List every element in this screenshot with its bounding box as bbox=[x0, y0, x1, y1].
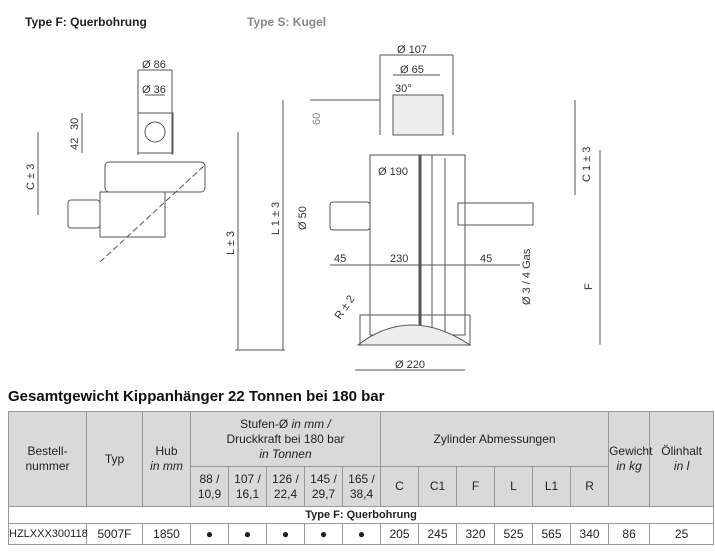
cell-dim: 205 bbox=[380, 523, 419, 545]
dim-l1: L 1 ± 3 bbox=[270, 202, 282, 235]
cell-dim: 320 bbox=[456, 523, 495, 545]
header-dim: L1 bbox=[532, 466, 571, 507]
dim-f: F bbox=[583, 283, 595, 290]
dim-45a: 45 bbox=[334, 253, 346, 265]
cell-stage: ● bbox=[266, 523, 305, 545]
dim-d65: Ø 65 bbox=[400, 64, 424, 76]
cell-dim: 565 bbox=[532, 523, 571, 545]
dim-d36: Ø 36 bbox=[142, 84, 166, 96]
header-typ: Typ bbox=[86, 411, 143, 507]
cell-stage: ● bbox=[228, 523, 267, 545]
dim-45b: 45 bbox=[480, 253, 492, 265]
dim-60: 60 bbox=[311, 113, 323, 125]
header-dim: F bbox=[456, 466, 495, 507]
cell-dim: 245 bbox=[418, 523, 457, 545]
cell-stage: ● bbox=[304, 523, 343, 545]
type-f-view bbox=[37, 69, 285, 351]
header-dim: C bbox=[380, 466, 419, 507]
dim-angle: 30° bbox=[395, 83, 412, 95]
cell-dim: 340 bbox=[569, 523, 610, 545]
header-stage: 165 /38,4 bbox=[342, 466, 381, 507]
header-stage: 126 /22,4 bbox=[266, 466, 305, 507]
cell-stage: ● bbox=[342, 523, 381, 545]
dim-d107: Ø 107 bbox=[397, 44, 427, 56]
dim-l: L ± 3 bbox=[225, 231, 237, 255]
header-dim: R bbox=[569, 466, 610, 507]
dim-d220: Ø 220 bbox=[395, 359, 425, 371]
cell-oel: 25 bbox=[649, 523, 715, 545]
header-zylinder: Zylinder Abmessungen bbox=[379, 411, 610, 467]
header-stage: 145 /29,7 bbox=[304, 466, 343, 507]
dim-230: 230 bbox=[390, 253, 408, 265]
technical-drawing: Ø 86 Ø 36 30 42 C ± 3 L ± 3 L 1 ± 3 60 Ø… bbox=[25, 44, 601, 371]
cell-dim: 525 bbox=[494, 523, 533, 545]
table-row: HZLXXX300118 5007F 1850 ● ● ● ● ● 205 24… bbox=[8, 523, 715, 545]
cell-bestell: HZLXXX300118 bbox=[8, 523, 88, 545]
dim-c1: C 1 ± 3 bbox=[581, 147, 593, 182]
cell-typ: 5007F bbox=[86, 523, 143, 545]
type-f-label: Type F: Querbohrung bbox=[25, 15, 147, 29]
dim-c: C ± 3 bbox=[25, 164, 37, 190]
type-s-label: Type S: Kugel bbox=[247, 15, 327, 29]
header-dim: L bbox=[494, 466, 533, 507]
header-stage: 107 /16,1 bbox=[228, 466, 267, 507]
header-bestellnummer: Bestell-nummer bbox=[8, 411, 87, 507]
dim-30: 30 bbox=[69, 118, 81, 130]
dim-42: 42 bbox=[69, 138, 81, 150]
section-row: Type F: Querbohrung bbox=[7, 506, 715, 524]
table-title: Gesamtgewicht Kippanhänger 22 Tonnen bei… bbox=[8, 388, 385, 405]
header-dim: C1 bbox=[418, 466, 457, 507]
dim-d86: Ø 86 bbox=[142, 59, 166, 71]
dim-gas: Ø 3 / 4 Gas bbox=[521, 248, 533, 305]
cell-hub: 1850 bbox=[142, 523, 191, 545]
header-stage: 88 /10,9 bbox=[190, 466, 229, 507]
cell-gewicht: 86 bbox=[608, 523, 651, 545]
dim-d50: Ø 50 bbox=[297, 206, 309, 230]
dim-r: R ± 2 bbox=[333, 293, 358, 321]
dim-d190: Ø 190 bbox=[378, 166, 408, 178]
type-s-view bbox=[282, 54, 601, 371]
cell-stage: ● bbox=[190, 523, 229, 545]
